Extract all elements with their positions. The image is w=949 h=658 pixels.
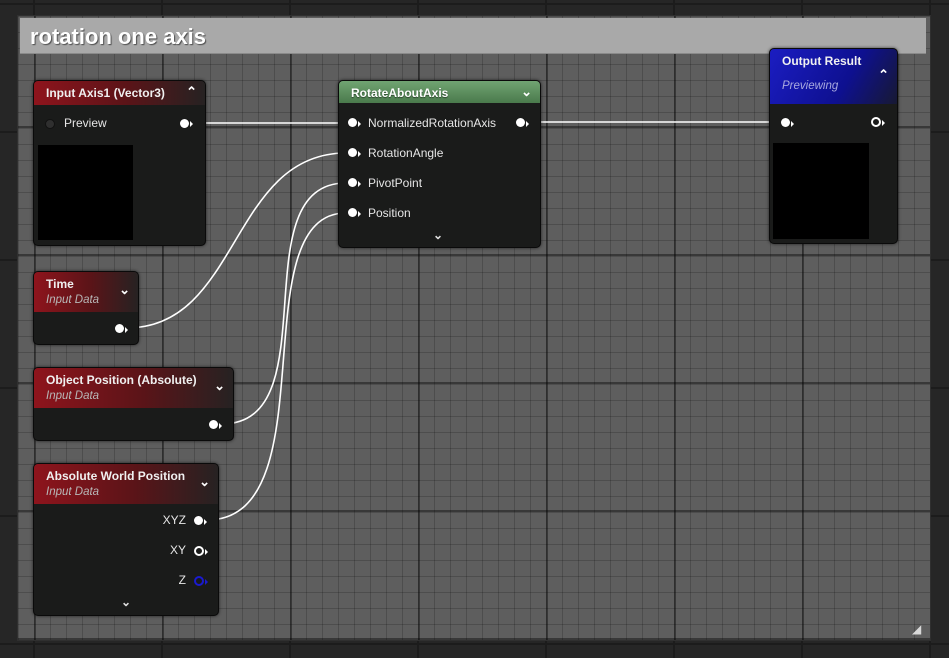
node-title: Output Result bbox=[782, 54, 862, 68]
pin-label-rotation-angle: RotationAngle bbox=[368, 146, 444, 160]
node-subtitle: Input Data bbox=[46, 390, 100, 402]
input-axis-header[interactable]: Input Axis1 (Vector3) ⌃ bbox=[34, 81, 205, 105]
pin-arrow-icon bbox=[205, 549, 208, 555]
output-header[interactable]: Output Result ⌃ Previewing bbox=[770, 49, 897, 104]
pin-label-xyz: XYZ bbox=[162, 513, 186, 527]
pin-arrow-icon bbox=[358, 151, 361, 157]
absolute-world-position-node[interactable]: Absolute World Position Input Data ⌄ XYZ… bbox=[33, 463, 219, 616]
input-axis-node[interactable]: Input Axis1 (Vector3) ⌃ Preview bbox=[33, 80, 206, 246]
world-position-header[interactable]: Absolute World Position Input Data ⌄ bbox=[34, 464, 218, 504]
pin-arrow-icon bbox=[219, 423, 222, 429]
output-pin-z[interactable] bbox=[194, 576, 204, 586]
chevron-up-icon[interactable]: ⌃ bbox=[878, 67, 889, 82]
node-title: Object Position (Absolute) bbox=[46, 373, 197, 387]
pin-label-normalized-rotation-axis: NormalizedRotationAxis bbox=[368, 116, 497, 130]
pin-arrow-icon bbox=[526, 121, 529, 127]
pin-label-pivot-point: PivotPoint bbox=[368, 176, 423, 190]
chevron-down-icon[interactable]: ⌄ bbox=[119, 282, 130, 297]
node-title: RotateAboutAxis bbox=[351, 86, 449, 100]
input-pin-position[interactable] bbox=[348, 208, 357, 217]
output-pin-xy[interactable] bbox=[194, 546, 204, 556]
output-pin[interactable] bbox=[115, 324, 124, 333]
pin-label-z: Z bbox=[178, 573, 186, 587]
pin-arrow-icon bbox=[358, 121, 361, 127]
pin-arrow-icon bbox=[190, 121, 193, 127]
chevron-down-icon[interactable]: ⌄ bbox=[199, 474, 210, 489]
node-subtitle: Previewing bbox=[782, 80, 839, 92]
output-pin[interactable] bbox=[209, 420, 218, 429]
object-position-header[interactable]: Object Position (Absolute) Input Data ⌄ bbox=[34, 368, 233, 408]
preview-viewport bbox=[773, 143, 869, 239]
node-title: Absolute World Position bbox=[46, 469, 186, 483]
output-result-node[interactable]: Output Result ⌃ Previewing bbox=[769, 48, 898, 244]
chevron-down-icon[interactable]: ⌄ bbox=[214, 378, 225, 393]
pin-arrow-icon bbox=[125, 327, 128, 333]
object-position-node[interactable]: Object Position (Absolute) Input Data ⌄ bbox=[33, 367, 234, 441]
pin-label-xy: XY bbox=[169, 543, 186, 557]
chevron-up-icon[interactable]: ⌃ bbox=[186, 84, 197, 99]
input-pin-normalized-rotation-axis[interactable] bbox=[348, 118, 357, 127]
rotate-about-axis-node[interactable]: RotateAboutAxis ⌄ NormalizedRotationAxis… bbox=[338, 80, 541, 248]
expand-chevron-down-icon[interactable]: ⌄ bbox=[433, 228, 444, 242]
pin-arrow-icon bbox=[358, 181, 361, 187]
rotate-header[interactable]: RotateAboutAxis ⌄ bbox=[339, 81, 540, 103]
pin-label-position: Position bbox=[368, 206, 411, 220]
node-title: Input Axis1 (Vector3) bbox=[46, 86, 165, 100]
chevron-down-icon[interactable]: ⌄ bbox=[521, 84, 532, 99]
preview-viewport bbox=[38, 145, 133, 240]
pin-arrow-icon bbox=[358, 211, 361, 217]
time-header[interactable]: Time Input Data ⌄ bbox=[34, 272, 138, 312]
pin-arrow-icon bbox=[205, 579, 208, 585]
preview-toggle[interactable] bbox=[45, 119, 55, 129]
node-subtitle: Input Data bbox=[46, 294, 100, 306]
pin-arrow-icon bbox=[791, 121, 794, 127]
output-pin[interactable] bbox=[516, 118, 525, 127]
input-pin-result[interactable] bbox=[781, 118, 790, 127]
output-pin-xyz[interactable] bbox=[194, 516, 203, 525]
output-pin[interactable] bbox=[180, 119, 189, 128]
node-subtitle: Input Data bbox=[46, 486, 100, 498]
pin-arrow-icon bbox=[882, 120, 885, 126]
expand-chevron-down-icon[interactable]: ⌄ bbox=[121, 595, 132, 609]
resize-grip-icon[interactable]: ◢ bbox=[912, 622, 922, 636]
time-node[interactable]: Time Input Data ⌄ bbox=[33, 271, 139, 345]
node-title: Time bbox=[46, 277, 74, 291]
input-pin-rotation-angle[interactable] bbox=[348, 148, 357, 157]
output-pin-empty[interactable] bbox=[871, 117, 881, 127]
input-pin-pivot-point[interactable] bbox=[348, 178, 357, 187]
preview-label: Preview bbox=[64, 116, 107, 130]
pin-arrow-icon bbox=[204, 519, 207, 525]
